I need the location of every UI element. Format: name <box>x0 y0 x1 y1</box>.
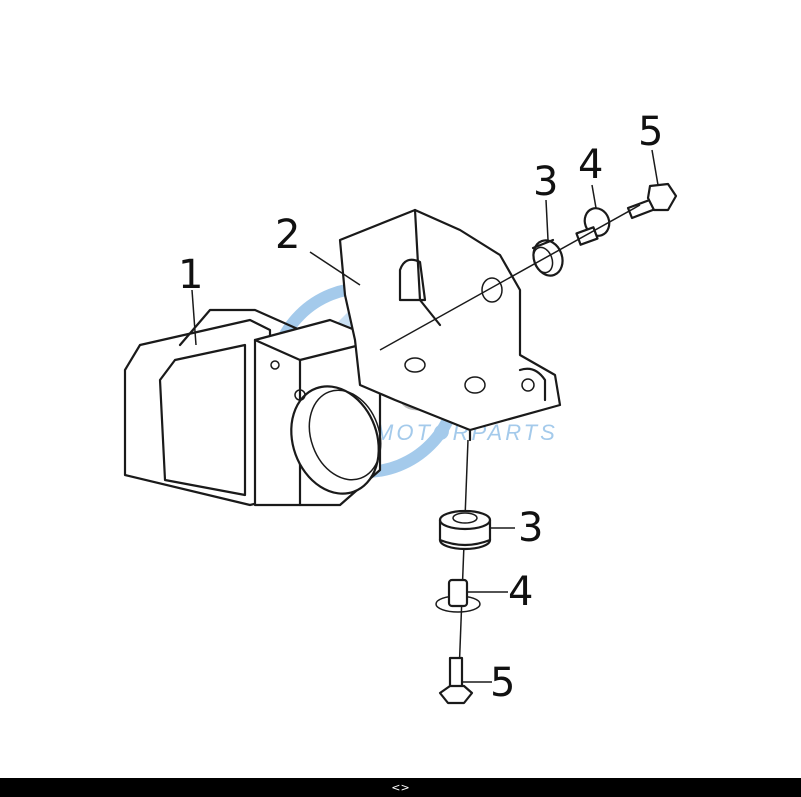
leader-3a <box>545 199 549 241</box>
callout-1: 1 <box>178 252 204 298</box>
callout-5-lower: 5 <box>490 660 516 706</box>
upper-collar <box>575 207 611 246</box>
bracket-part <box>338 208 562 442</box>
callout-3-lower: 3 <box>518 505 544 551</box>
lower-grommet <box>438 509 492 551</box>
callout-2: 2 <box>275 212 301 258</box>
upper-assembly-line <box>379 204 641 351</box>
leader-4a <box>591 184 597 209</box>
leader-1 <box>191 289 197 346</box>
callout-4-lower: 4 <box>508 569 534 615</box>
upper-grommet <box>531 238 564 277</box>
lower-collar <box>435 578 481 613</box>
upper-bolt <box>626 182 678 220</box>
nav-arrows[interactable]: <> <box>391 781 410 794</box>
leader-2 <box>309 251 361 286</box>
callout-3-upper: 3 <box>533 159 559 205</box>
lower-assembly-line <box>457 439 469 701</box>
lower-bolt <box>438 656 474 705</box>
callout-5-upper: 5 <box>638 109 664 155</box>
abs-modulator-part <box>123 308 382 507</box>
exploded-parts-diagram: CMC MOTORPARTS <box>123 149 678 705</box>
leader-5a <box>651 149 659 186</box>
callout-4-upper: 4 <box>578 142 604 188</box>
bottom-bar: <> <box>0 778 801 797</box>
